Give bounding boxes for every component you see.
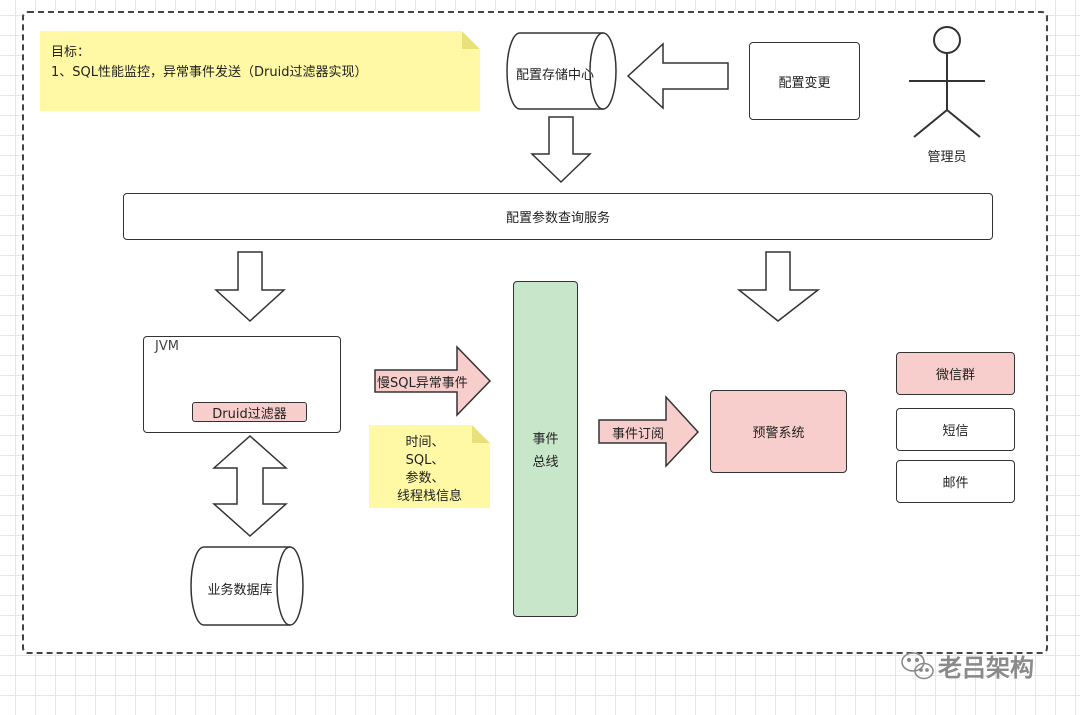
fields-note-fold [472, 425, 490, 443]
channel-wechat-group: 微信群 [896, 352, 1015, 395]
channel-sms: 短信 [896, 408, 1015, 451]
channel-email-label: 邮件 [942, 476, 969, 491]
note-fold [462, 31, 480, 49]
slow-sql-event-label: 慢SQL异常事件 [377, 376, 468, 391]
druid-filter-box: Druid过滤器 [192, 402, 307, 422]
alert-system-box: 预警系统 [710, 390, 847, 473]
jvm-box: JVM Druid过滤器 [143, 336, 341, 433]
channel-wechat-label: 微信群 [935, 368, 975, 383]
field-stack: 线程栈信息 [396, 489, 462, 504]
config-change-label: 配置变更 [778, 75, 831, 91]
goal-note-line1: 1、SQL性能监控，异常事件发送（Druid过滤器实现） [51, 65, 368, 80]
config-change-box: 配置变更 [749, 42, 860, 120]
event-bus-box: 事件 总线 [513, 281, 578, 617]
event-bus-label-2: 总线 [532, 455, 559, 470]
event-subscribe-label: 事件订阅 [612, 427, 665, 442]
query-service-box: 配置参数查询服务 [123, 193, 993, 240]
watermark-text: 老吕架构 [938, 654, 1034, 682]
alert-system-label: 预警系统 [752, 426, 805, 441]
druid-filter-label: Druid过滤器 [212, 406, 287, 422]
wechat-icon [901, 652, 934, 680]
database-label: 业务数据库 [207, 583, 273, 598]
channel-sms-label: 短信 [942, 424, 969, 439]
event-bus-label-1: 事件 [532, 432, 559, 447]
admin-label: 管理员 [927, 150, 967, 165]
channel-email: 邮件 [896, 460, 1015, 503]
config-center-label: 配置存储中心 [515, 68, 594, 83]
jvm-title: JVM [155, 339, 179, 354]
goal-note-title: 目标： [51, 45, 91, 60]
field-time: 时间、 [405, 435, 445, 450]
query-service-label: 配置参数查询服务 [505, 211, 610, 226]
field-params: 参数、 [405, 471, 445, 486]
goal-note: 目标： 1、SQL性能监控，异常事件发送（Druid过滤器实现） [40, 31, 480, 111]
fields-note: 时间、 SQL、 参数、 线程栈信息 [369, 425, 490, 508]
field-sql: SQL、 [405, 453, 445, 468]
